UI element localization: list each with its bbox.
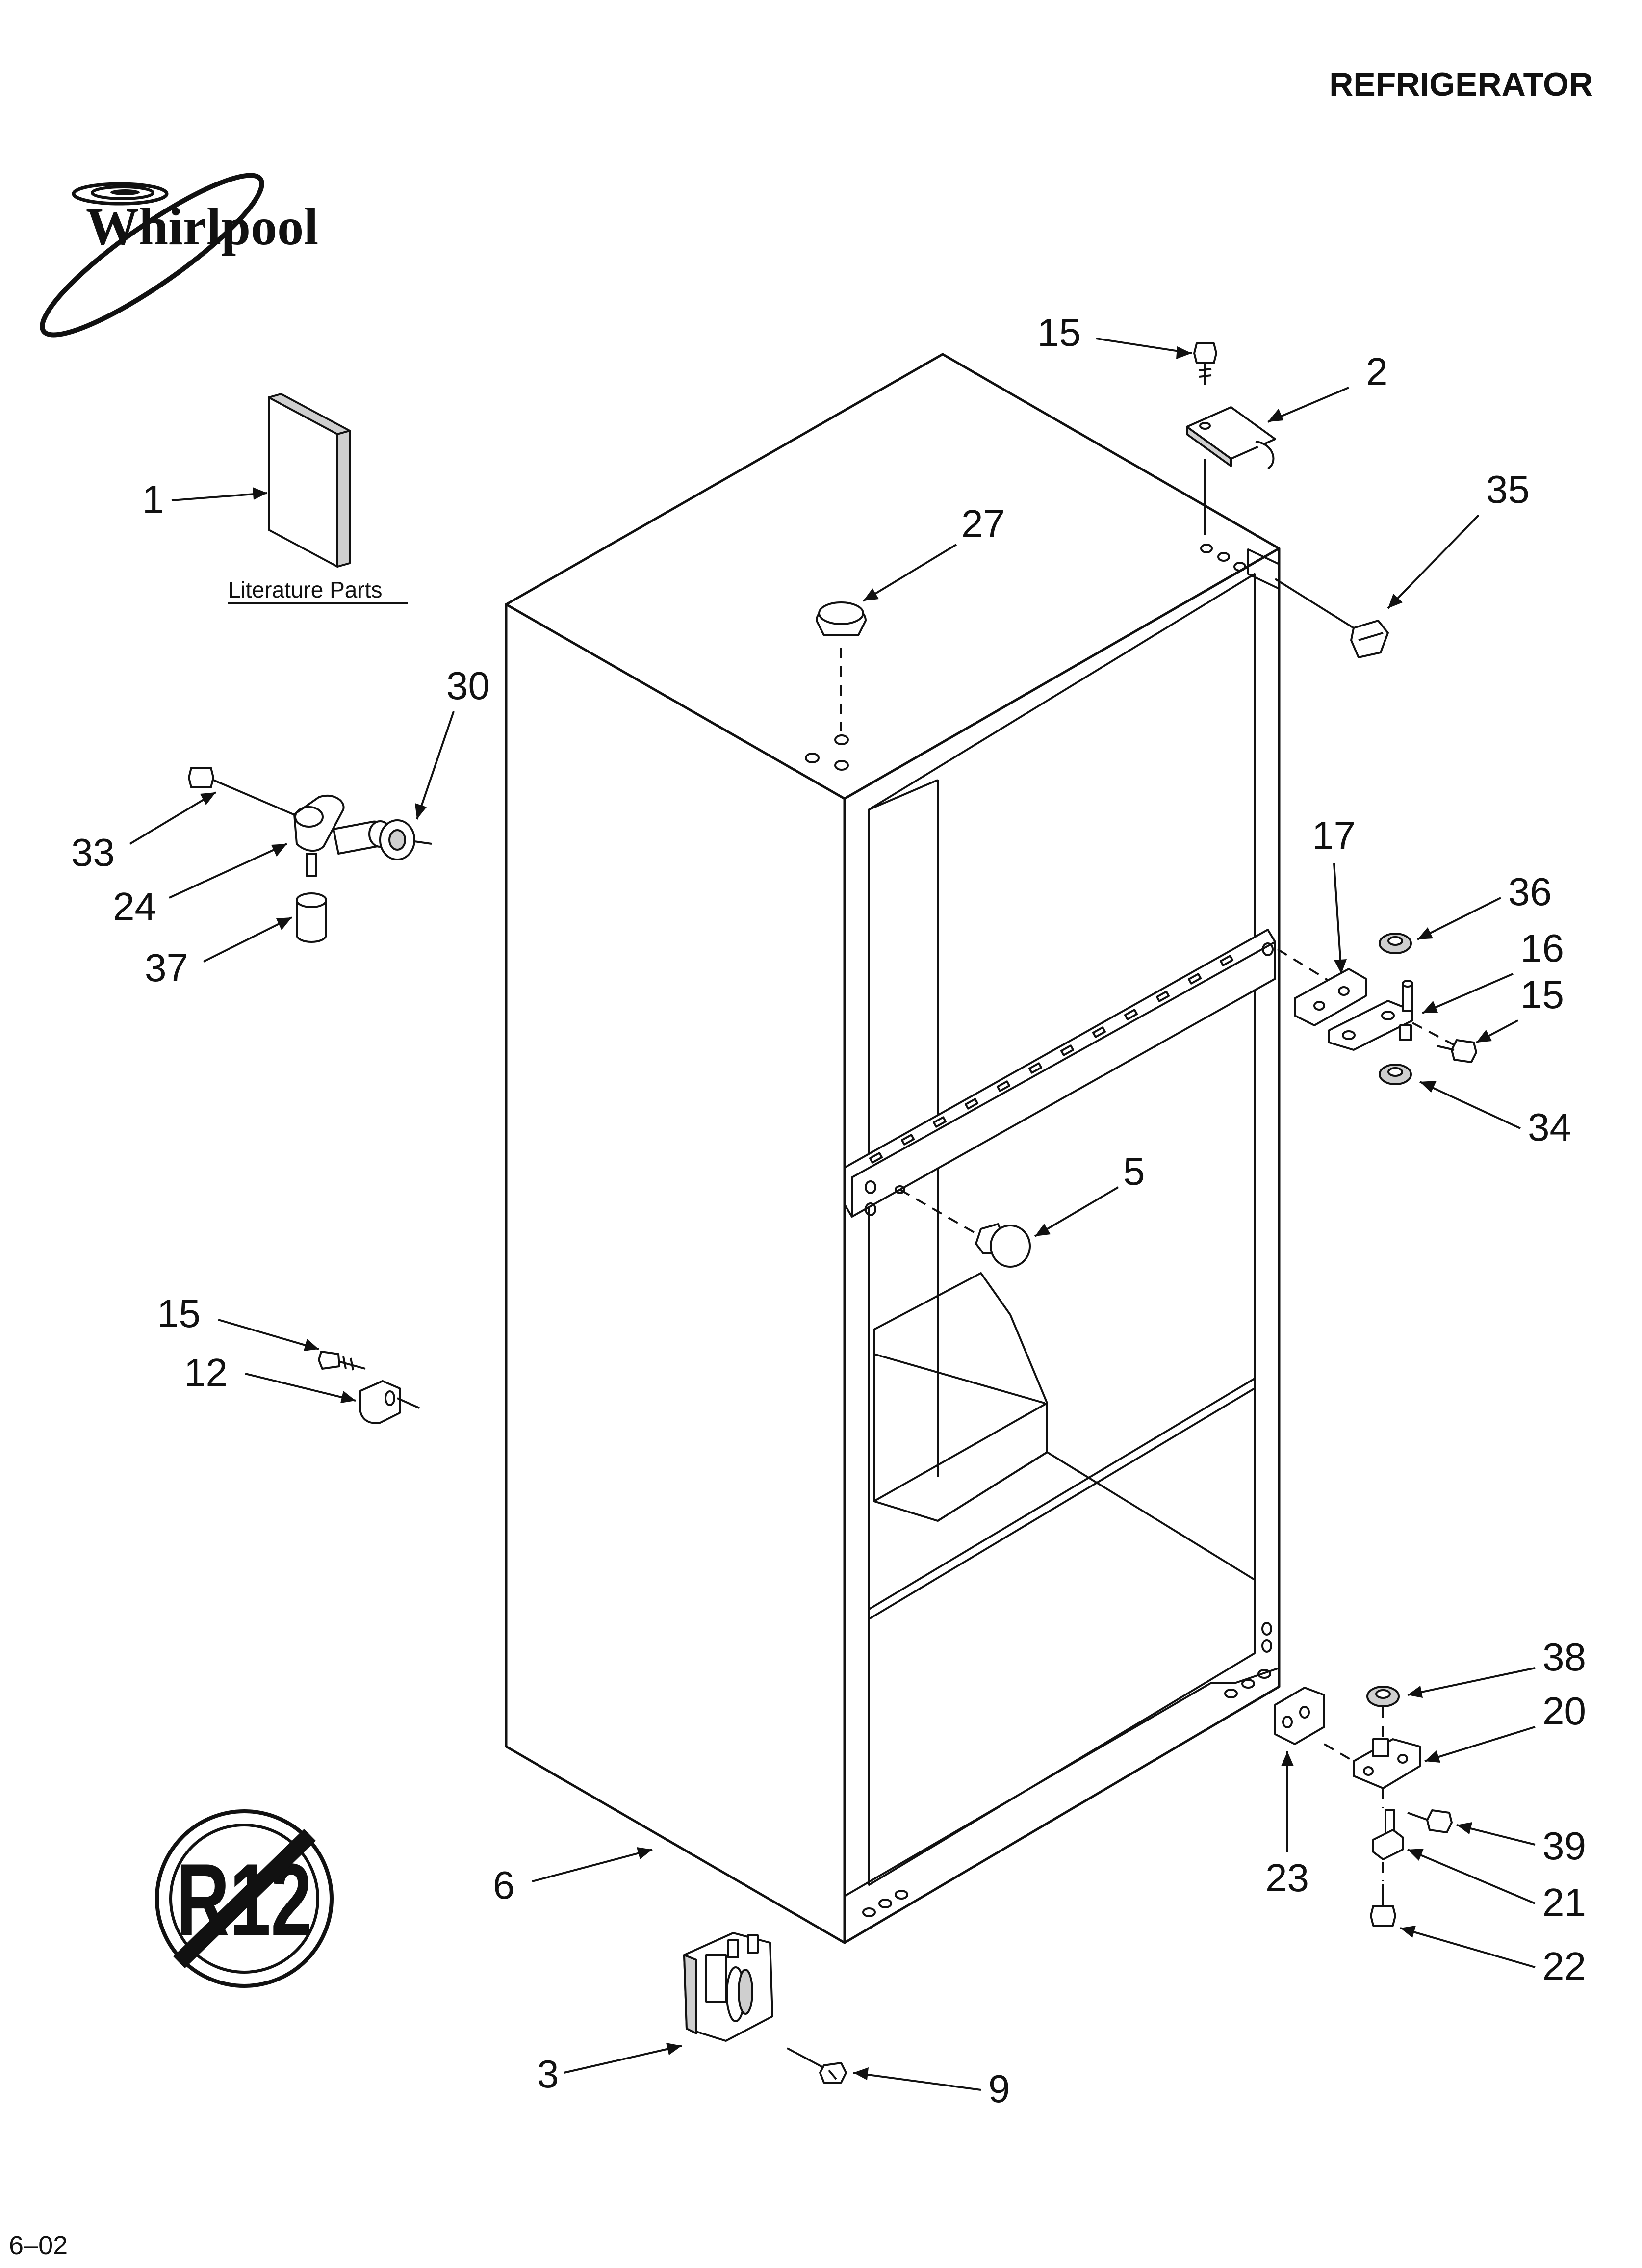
- svg-text:21: 21: [1542, 1880, 1586, 1924]
- revision-date: 6–02: [9, 2231, 68, 2260]
- callout-12: 12: [184, 1351, 356, 1403]
- svg-text:22: 22: [1542, 1944, 1586, 1988]
- hinge-cover: [1274, 578, 1389, 658]
- callout-20: 20: [1424, 1689, 1586, 1763]
- callout-5: 5: [1034, 1149, 1145, 1237]
- svg-text:24: 24: [113, 885, 156, 928]
- callout-37: 37: [145, 916, 292, 990]
- callout-3: 3: [537, 2043, 682, 2096]
- callout-15-top: 15: [1037, 311, 1192, 359]
- callout-34: 34: [1419, 1081, 1571, 1149]
- svg-text:3: 3: [537, 2052, 559, 2096]
- callout-30: 30: [415, 664, 490, 820]
- callout-38: 38: [1407, 1635, 1586, 1698]
- compressor-relay: [683, 1932, 847, 2084]
- literature-parts-label: Literature Parts: [228, 577, 382, 602]
- callout-23: 23: [1265, 1751, 1309, 1900]
- callout-6: 6: [493, 1847, 653, 1907]
- svg-text:1: 1: [142, 477, 164, 521]
- svg-text:5: 5: [1123, 1149, 1145, 1193]
- callout-1: 1: [142, 477, 268, 521]
- top-hinge-screw: [1193, 342, 1217, 385]
- rail-plug: [899, 1189, 1031, 1268]
- svg-text:15: 15: [157, 1292, 201, 1335]
- callout-33: 33: [71, 791, 217, 874]
- page-title: REFRIGERATOR: [1329, 66, 1593, 103]
- svg-text:17: 17: [1312, 813, 1356, 857]
- callout-35: 35: [1387, 468, 1530, 609]
- rail-slots: [869, 955, 1234, 1164]
- svg-text:30: 30: [446, 664, 490, 707]
- svg-text:20: 20: [1542, 1689, 1586, 1733]
- svg-text:2: 2: [1366, 350, 1388, 393]
- callout-22: 22: [1400, 1926, 1586, 1988]
- svg-text:34: 34: [1528, 1105, 1571, 1149]
- callout-21: 21: [1407, 1849, 1586, 1924]
- swirl-icon: [72, 182, 169, 206]
- literature-parts-booklet: [268, 393, 351, 568]
- callout-17: 17: [1312, 813, 1356, 974]
- center-hinge-assembly: [1277, 933, 1477, 1085]
- bottom-hinge-assembly: [1274, 1686, 1453, 1927]
- svg-text:33: 33: [71, 831, 115, 874]
- svg-text:9: 9: [988, 2067, 1010, 2111]
- callout-9: 9: [853, 2067, 1010, 2111]
- top-plug: [816, 601, 867, 731]
- svg-text:23: 23: [1265, 1856, 1309, 1900]
- callout-36: 36: [1417, 870, 1552, 940]
- svg-text:36: 36: [1508, 870, 1552, 913]
- svg-text:15: 15: [1037, 311, 1081, 354]
- callout-15-left: 15: [157, 1292, 319, 1351]
- svg-text:15: 15: [1520, 973, 1564, 1017]
- left-hinge-assembly: [188, 767, 432, 943]
- svg-text:38: 38: [1542, 1635, 1586, 1679]
- top-mounting-holes: [805, 544, 1246, 771]
- callout-24: 24: [113, 843, 287, 928]
- top-hinge-bracket: [1186, 406, 1276, 535]
- svg-text:35: 35: [1486, 468, 1530, 511]
- svg-text:6: 6: [493, 1863, 515, 1907]
- left-lower-hinge: [318, 1351, 420, 1424]
- svg-text:12: 12: [184, 1351, 228, 1394]
- whirlpool-logo: Whirlpool: [40, 173, 318, 338]
- svg-text:16: 16: [1520, 926, 1564, 970]
- svg-text:27: 27: [961, 502, 1005, 546]
- callout-2: 2: [1267, 350, 1388, 423]
- callout-27: 27: [862, 502, 1005, 602]
- logo-wordmark: Whirlpool: [86, 198, 318, 256]
- svg-text:39: 39: [1542, 1824, 1586, 1868]
- callout-15-right: 15: [1476, 973, 1564, 1043]
- svg-text:37: 37: [145, 946, 188, 990]
- no-r12-badge: R12: [155, 1809, 334, 1988]
- callout-39: 39: [1456, 1822, 1586, 1868]
- callout-16: 16: [1422, 926, 1564, 1014]
- refrigerator-cabinet: [505, 353, 1281, 1944]
- center-rail: [844, 929, 1276, 1218]
